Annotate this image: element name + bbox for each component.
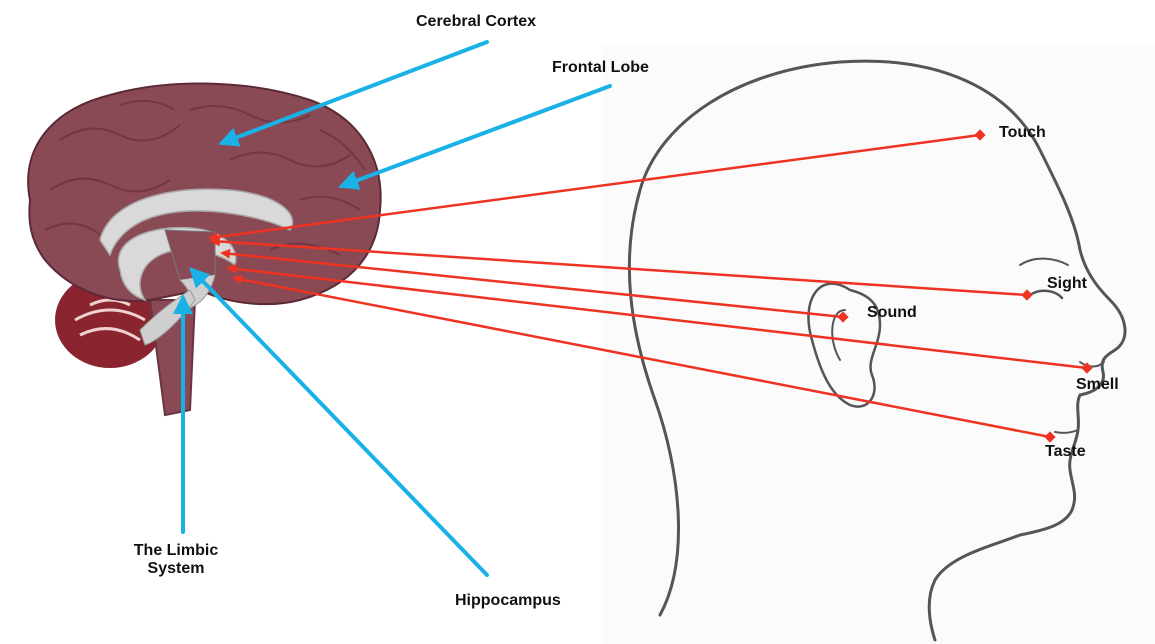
label-taste: Taste (1045, 443, 1086, 461)
label-sight: Sight (1047, 275, 1087, 293)
label-frontal-lobe: Frontal Lobe (552, 59, 649, 77)
label-hippocampus: Hippocampus (455, 592, 561, 610)
label-limbic-line1: The Limbic (120, 542, 232, 560)
label-limbic-system: The Limbic System (120, 542, 232, 578)
label-touch: Touch (999, 124, 1046, 142)
arrow-hippocampus (192, 270, 487, 575)
label-smell: Smell (1076, 376, 1119, 394)
label-cerebral-cortex: Cerebral Cortex (416, 13, 536, 31)
label-limbic-line2: System (120, 560, 232, 578)
arrow-frontal-lobe (342, 86, 610, 186)
label-sound: Sound (867, 304, 917, 322)
